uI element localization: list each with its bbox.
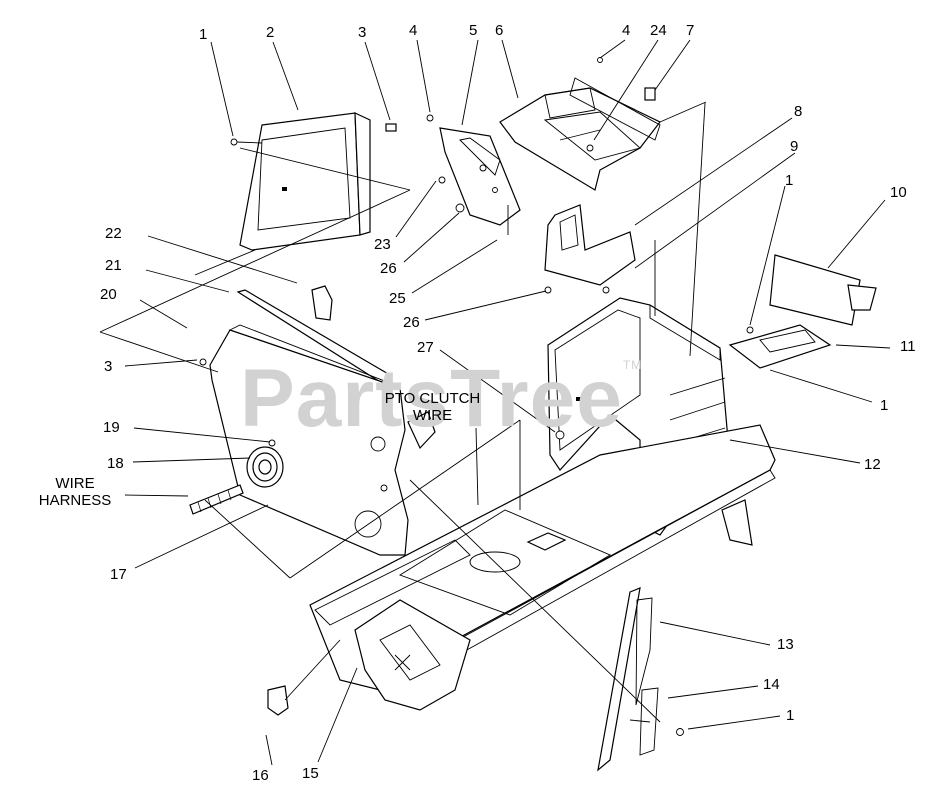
callout-label: 13 — [777, 636, 794, 653]
callout-label: 3 — [358, 24, 367, 41]
watermark-text: PartsTree — [240, 353, 623, 444]
wire-harness-line-1: WIRE — [55, 475, 95, 492]
callout-label: 20 — [100, 286, 117, 303]
clip-part — [267, 685, 289, 716]
callout-label: 18 — [107, 455, 124, 472]
callout-label: 16 — [252, 767, 269, 784]
pto-clutch-wire-note: PTO CLUTCH WIRE — [370, 390, 495, 424]
callout-label: 2 — [266, 24, 275, 41]
callout-label: 1 — [786, 707, 795, 724]
callout-label: 26 — [403, 314, 420, 331]
top-strip-part — [236, 285, 391, 386]
callout-label: 10 — [890, 184, 907, 201]
callout-label: 1 — [785, 172, 794, 189]
right-bracket-part — [728, 254, 877, 369]
watermark: PartsTreeTM — [240, 352, 642, 446]
grommet-part — [189, 439, 284, 515]
callout-label: 21 — [105, 257, 122, 274]
pto-clutch-wire-line-1: PTO CLUTCH — [384, 390, 481, 407]
callout-label: 7 — [686, 22, 695, 39]
front-panel-part — [230, 112, 397, 251]
callout-label: 3 — [104, 358, 113, 375]
bracket-plate-part — [426, 114, 521, 235]
callout-label: 23 — [374, 236, 391, 253]
callout-label: 19 — [103, 419, 120, 436]
callout-label: 8 — [794, 103, 803, 120]
upper-bracket-part — [499, 57, 661, 191]
callout-label: 14 — [763, 676, 780, 693]
callout-label: 22 — [105, 225, 122, 242]
trademark-mark: TM — [622, 358, 643, 372]
pto-clutch-wire-line-2: WIRE — [412, 407, 453, 424]
callout-label: 12 — [864, 456, 881, 473]
callout-label: 1 — [199, 26, 208, 43]
callout-label: 9 — [790, 138, 799, 155]
callout-label: 5 — [469, 22, 478, 39]
main-frame-part — [309, 424, 776, 711]
callout-label: 15 — [302, 765, 319, 782]
wire-harness-note: WIRE HARNESS — [25, 475, 125, 509]
callout-label: 27 — [417, 339, 434, 356]
wire-harness-line-2: HARNESS — [38, 492, 112, 509]
callout-label: 17 — [110, 566, 127, 583]
callout-label: 4 — [409, 22, 418, 39]
callout-label: 25 — [389, 290, 406, 307]
small-bracket-part — [544, 204, 636, 294]
rail-part — [597, 587, 684, 772]
callout-label: 11 — [900, 338, 916, 355]
callout-label: 26 — [380, 260, 397, 277]
callout-label: 6 — [495, 22, 504, 39]
callout-label: 24 — [650, 22, 667, 39]
callout-label: 1 — [880, 397, 889, 414]
leader-lines — [99, 39, 891, 766]
callout-label: 4 — [622, 22, 631, 39]
